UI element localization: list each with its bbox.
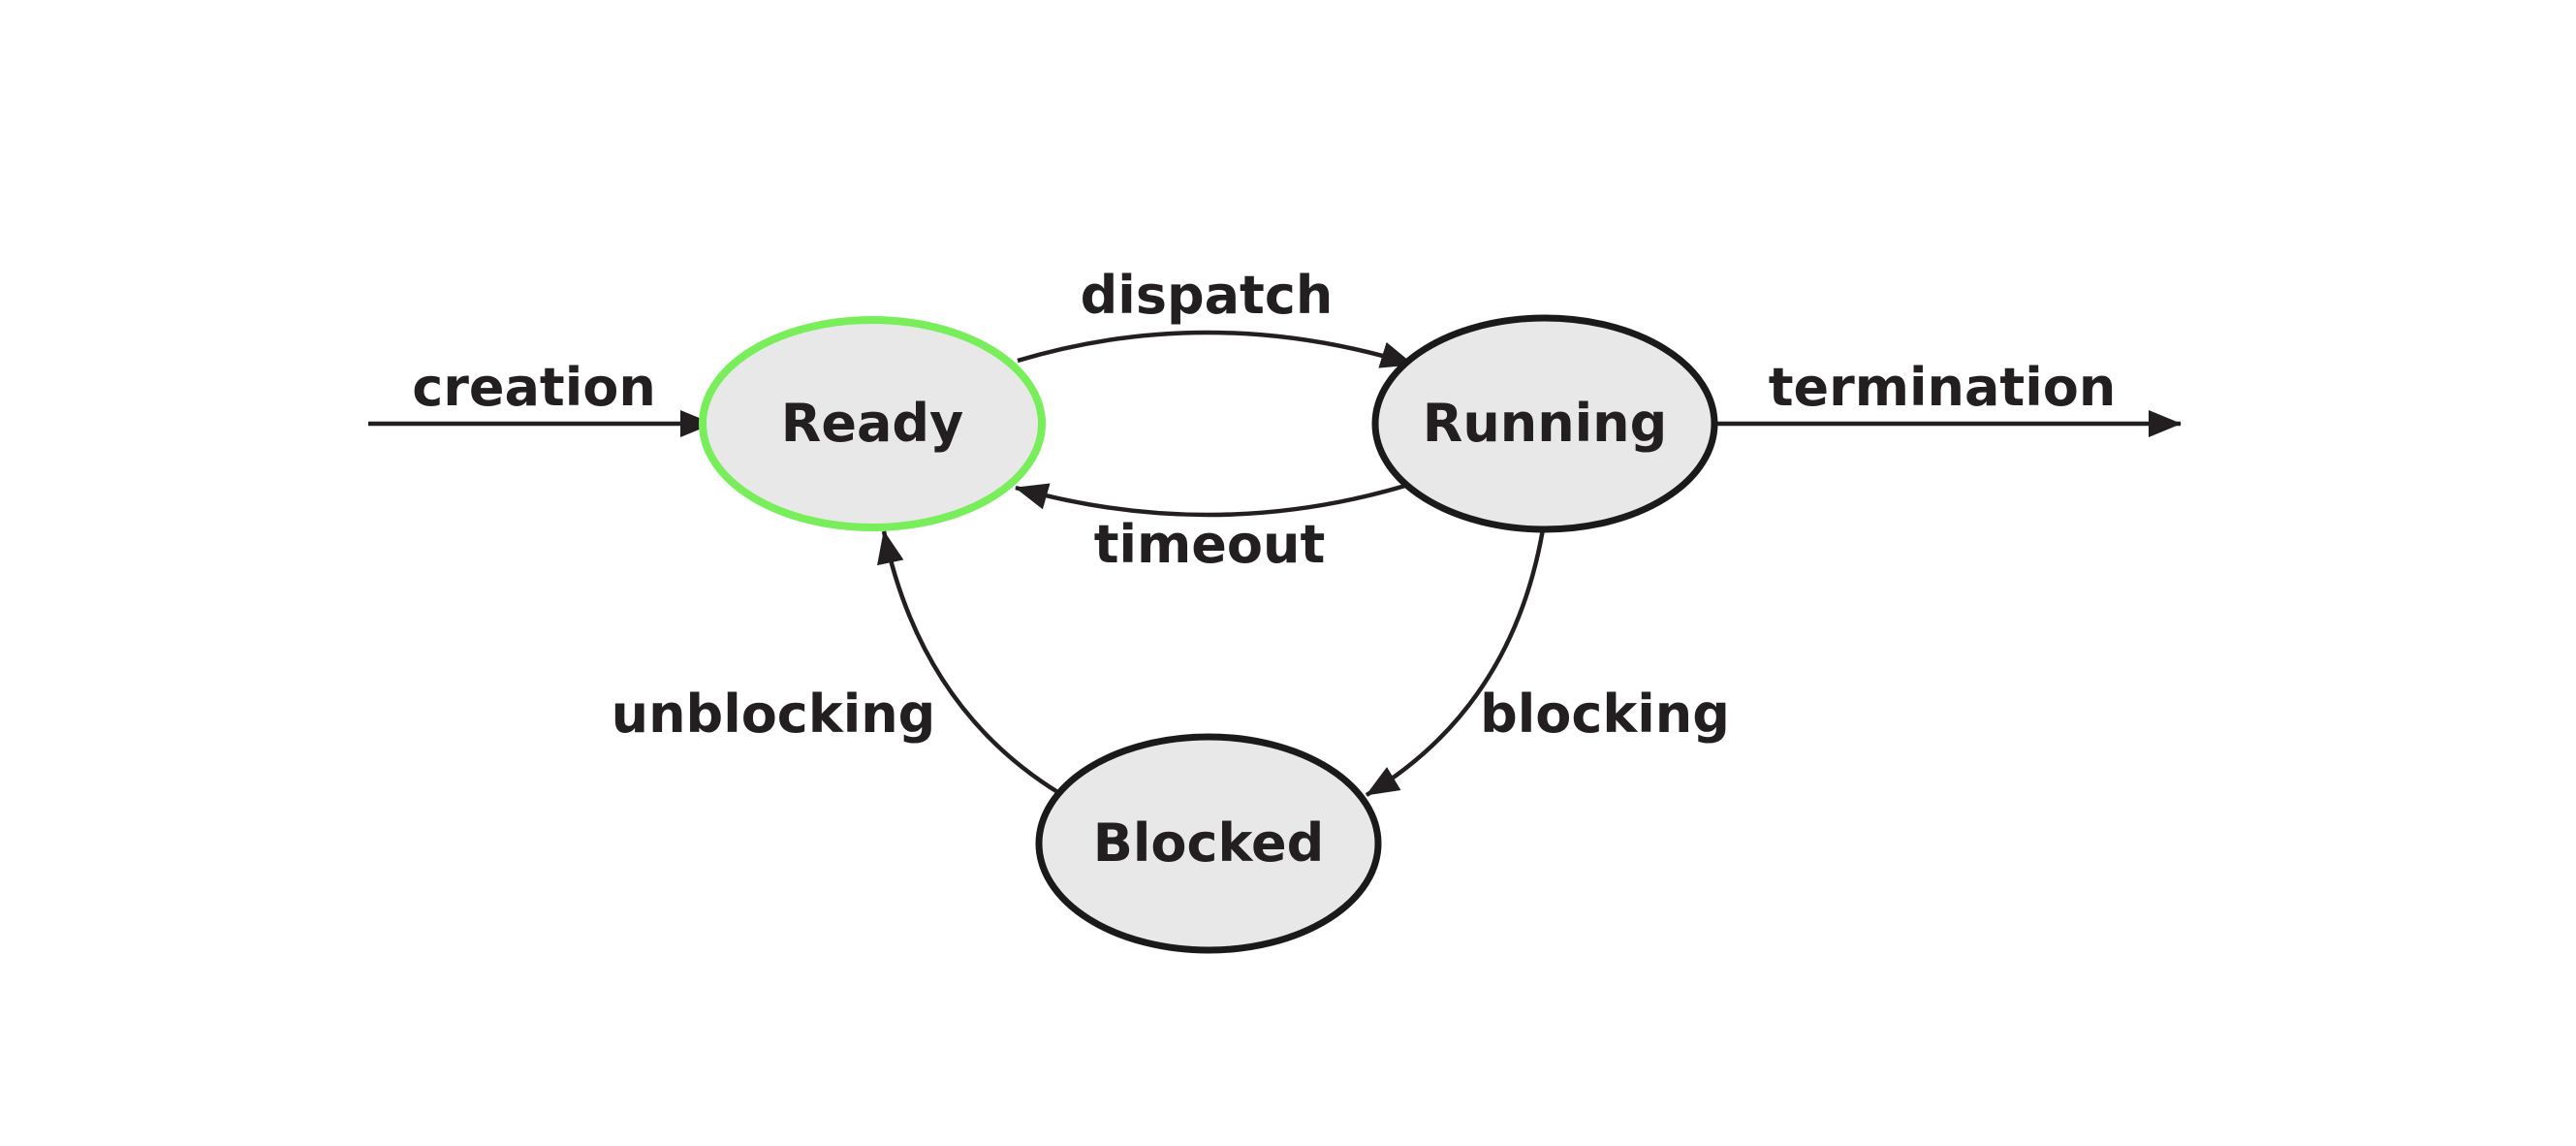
dispatch-arrow [1017, 330, 1414, 368]
unblocking-arrow [877, 530, 1061, 795]
unblocking-label: unblocking [612, 684, 936, 745]
node-blocked: Blocked [1035, 733, 1382, 954]
blocked-label: Blocked [1093, 812, 1325, 874]
timeout-arrow [1015, 483, 1406, 518]
blocked-ellipse [1035, 733, 1382, 954]
running-label: Running [1423, 393, 1668, 454]
blocking-arrow [1365, 528, 1546, 797]
ready-ellipse [699, 316, 1046, 531]
node-running: Running [1371, 314, 1718, 533]
ready-label: Ready [781, 393, 964, 454]
timeout-label: timeout [1094, 514, 1326, 575]
blocking-label: blocking [1480, 684, 1730, 745]
running-ellipse [1371, 314, 1718, 533]
node-ready: Ready [699, 316, 1046, 531]
dispatch-label: dispatch [1081, 265, 1334, 326]
termination-label: termination [1769, 357, 2117, 418]
creation-label: creation [412, 357, 656, 418]
